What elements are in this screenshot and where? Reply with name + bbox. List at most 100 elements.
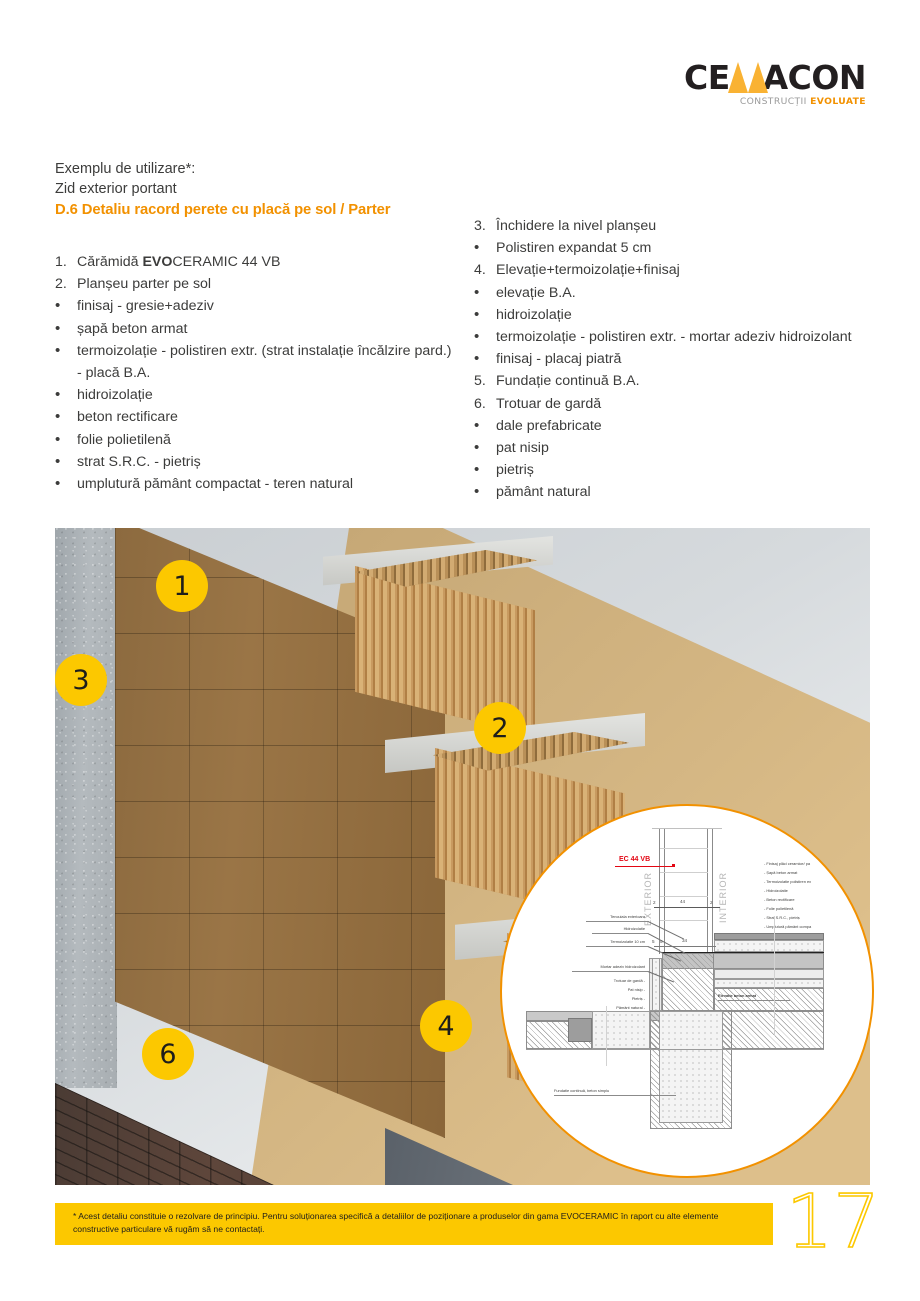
legend-right-marker: 4. — [474, 262, 486, 279]
footer-disclaimer: * Acest detaliu constituie o rezolvare d… — [55, 1203, 773, 1245]
legend-left-item: • hidroizolație — [55, 384, 455, 406]
wall-type-line: Zid exterior portant — [55, 180, 177, 197]
legend-left-marker: • — [55, 430, 61, 448]
legend-left-item: •strat S.R.C. - pietriș — [55, 451, 455, 473]
legend-left-marker: • — [55, 452, 61, 470]
legend-right-text: elevație B.A. — [496, 284, 576, 301]
legend-right-text: hidroizolație — [496, 306, 572, 323]
legend-left-text: umplutură pământ compactat - teren natur… — [77, 476, 354, 493]
callout-label: 1 — [173, 570, 191, 602]
legend-left-item: •finisaj - gresie+adeziv — [55, 295, 455, 317]
legend-right-marker: • — [474, 416, 480, 434]
logo-text-acon: ACON — [762, 58, 867, 97]
callout-label: 4 — [437, 1010, 455, 1042]
detail-dim-wall-core: 44 — [680, 899, 686, 904]
callout-marker-1: 1 — [156, 560, 208, 612]
tagline-light: CONSTRUCȚII — [739, 96, 811, 107]
legend-right-marker: • — [474, 328, 480, 346]
page-number: 17 — [785, 1179, 881, 1265]
logo-text-ce: CE — [684, 58, 730, 97]
legend-right-text: pat nisip — [496, 440, 549, 457]
detail-left-label: Tencuiala exterioara — [610, 914, 645, 919]
legend-right-text: pietriș — [496, 462, 534, 479]
legend-left-marker: • — [55, 341, 61, 359]
detail-dim-slab-main: 34 — [682, 938, 688, 943]
detail-product-leader — [615, 866, 674, 868]
legend-left-item: • umplutură pământ compactat - teren natu… — [55, 473, 455, 495]
legend-right-marker: 6. — [474, 395, 486, 412]
legend-left-text: termoizolație - polistiren extr. (strat … — [77, 342, 452, 382]
legend-left-text: hidroizolație — [77, 387, 153, 404]
legend-right-item: • pietriș — [474, 459, 894, 481]
legend-right-item: • finisaj - placaj piatră — [474, 348, 894, 370]
callout-marker-4: 4 — [420, 1000, 472, 1052]
detail-lower-label: Trotuar de gardă - — [613, 978, 645, 983]
legend-left-item: • beton rectificare — [55, 406, 455, 428]
exterior-plaster-face — [55, 528, 117, 1088]
legend-right-text: Elevație+termoizolație+finisaj — [496, 262, 680, 279]
legend-left-marker: 2. — [55, 276, 67, 293]
legend-left-text: șapă beton armat — [77, 320, 188, 337]
legend-right-marker: • — [474, 483, 480, 501]
legend-left-item: 2. Planșeu parter pe sol — [55, 273, 455, 295]
detail-left-label: Hidroizolatie — [623, 926, 645, 931]
detail-interior-label: INTERIOR — [718, 872, 728, 924]
detail-dim-wall-right: 2 — [710, 900, 713, 905]
legend-left-marker: • — [55, 319, 61, 337]
cemacon-logo: CE ACON CONSTRUCȚII EVOLUATE — [684, 58, 867, 108]
legend-left-text: Cărămidă EVOCERAMIC 44 VB — [77, 254, 281, 270]
legend-left-marker: • — [55, 408, 61, 426]
detail-dim-slab-b: 5 — [660, 939, 663, 944]
legend-right-item: •elevație B.A. — [474, 282, 894, 304]
detail-product-label: EC 44 VB — [619, 856, 651, 863]
legend-right-text: Trotuar de gardă — [496, 395, 602, 412]
detail-right-label: - Șapă beton armat — [764, 870, 798, 875]
legend-right-item: • pat nisip — [474, 437, 894, 459]
legend-left-marker: • — [55, 297, 61, 315]
legend-right-text: Polistiren expandat 5 cm — [496, 240, 652, 257]
legend-column-right: 3.Închidere la nivel planșeu • Polistiren … — [474, 215, 894, 504]
legend-left-text: Planșeu parter pe sol — [77, 276, 212, 293]
legend-left-item: •folie polietilenă — [55, 429, 455, 451]
detail-right-label: - Finisaj plăci ceramice/ pa — [764, 861, 811, 866]
callout-marker-2: 2 — [474, 702, 526, 754]
legend-right-item: • dale prefabricate — [474, 415, 894, 437]
callout-label: 6 — [159, 1038, 177, 1070]
legend-left-item: 1.Cărămidă EVOCERAMIC 44 VB — [55, 251, 455, 273]
detail-right-label: - Strat S.R.C., pietriș — [764, 915, 800, 920]
usage-example-line: Exemplu de utilizare*: — [55, 161, 196, 177]
detail-right-label: - Beton rectificare — [764, 897, 795, 902]
legend-left-marker: • — [55, 386, 61, 404]
legend-right-marker: • — [474, 350, 480, 368]
tagline-bold: EVOLUATE — [810, 96, 866, 107]
legend-right-item: •pământ natural — [474, 481, 894, 503]
legend-left-item: • șapă beton armat — [55, 318, 455, 340]
header-block: Exemplu de utilizare*: Zid exterior port… — [55, 160, 575, 221]
detail-elevation-label: Elevatie beton armat — [718, 993, 757, 998]
detail-dim-wall-left: 2 — [653, 900, 656, 905]
callout-label: 3 — [72, 664, 90, 696]
detail-left-label: Mortar adeziv hidroizolant — [600, 964, 645, 969]
legend-right-marker: • — [474, 439, 480, 457]
legend-left-marker: • — [55, 475, 61, 493]
page-title: D.6 Detaliu racord perete cu placă pe so… — [55, 202, 391, 218]
callout-marker-3: 3 — [55, 654, 107, 706]
legend-right-text: dale prefabricate — [496, 417, 602, 434]
legend-right-text: finisaj - placaj piatră — [496, 351, 622, 368]
technical-detail-inset: EC 44 VB EXTERIOR INTERIOR 2 44 2 - Fini… — [500, 804, 874, 1178]
legend-right-text: termoizolație - polistiren extr. - morta… — [496, 329, 852, 346]
legend-right-item: • termoizolație - polistiren extr. - mort… — [474, 326, 894, 348]
legend-right-item: 3.Închidere la nivel planșeu — [474, 215, 894, 237]
legend-right-marker: • — [474, 239, 480, 257]
detail-drawing-canvas: EC 44 VB EXTERIOR INTERIOR 2 44 2 - Fini… — [502, 806, 872, 1176]
legend-right-marker: 3. — [474, 218, 486, 234]
detail-lower-label: Pat nisip - — [627, 987, 645, 992]
logo-wordmark: CE ACON — [684, 58, 867, 97]
detail-foundation-label: Fundatie continuă, beton simplu — [554, 1088, 610, 1093]
legend-left-text: beton rectificare — [77, 409, 178, 426]
legend-right-marker: • — [474, 461, 480, 479]
legend-right-item: 6. Trotuar de gardă — [474, 393, 894, 415]
detail-right-label: - Termoizolatie polistiren ex — [764, 879, 812, 884]
detail-dim-slab-a: 5 — [652, 939, 655, 944]
